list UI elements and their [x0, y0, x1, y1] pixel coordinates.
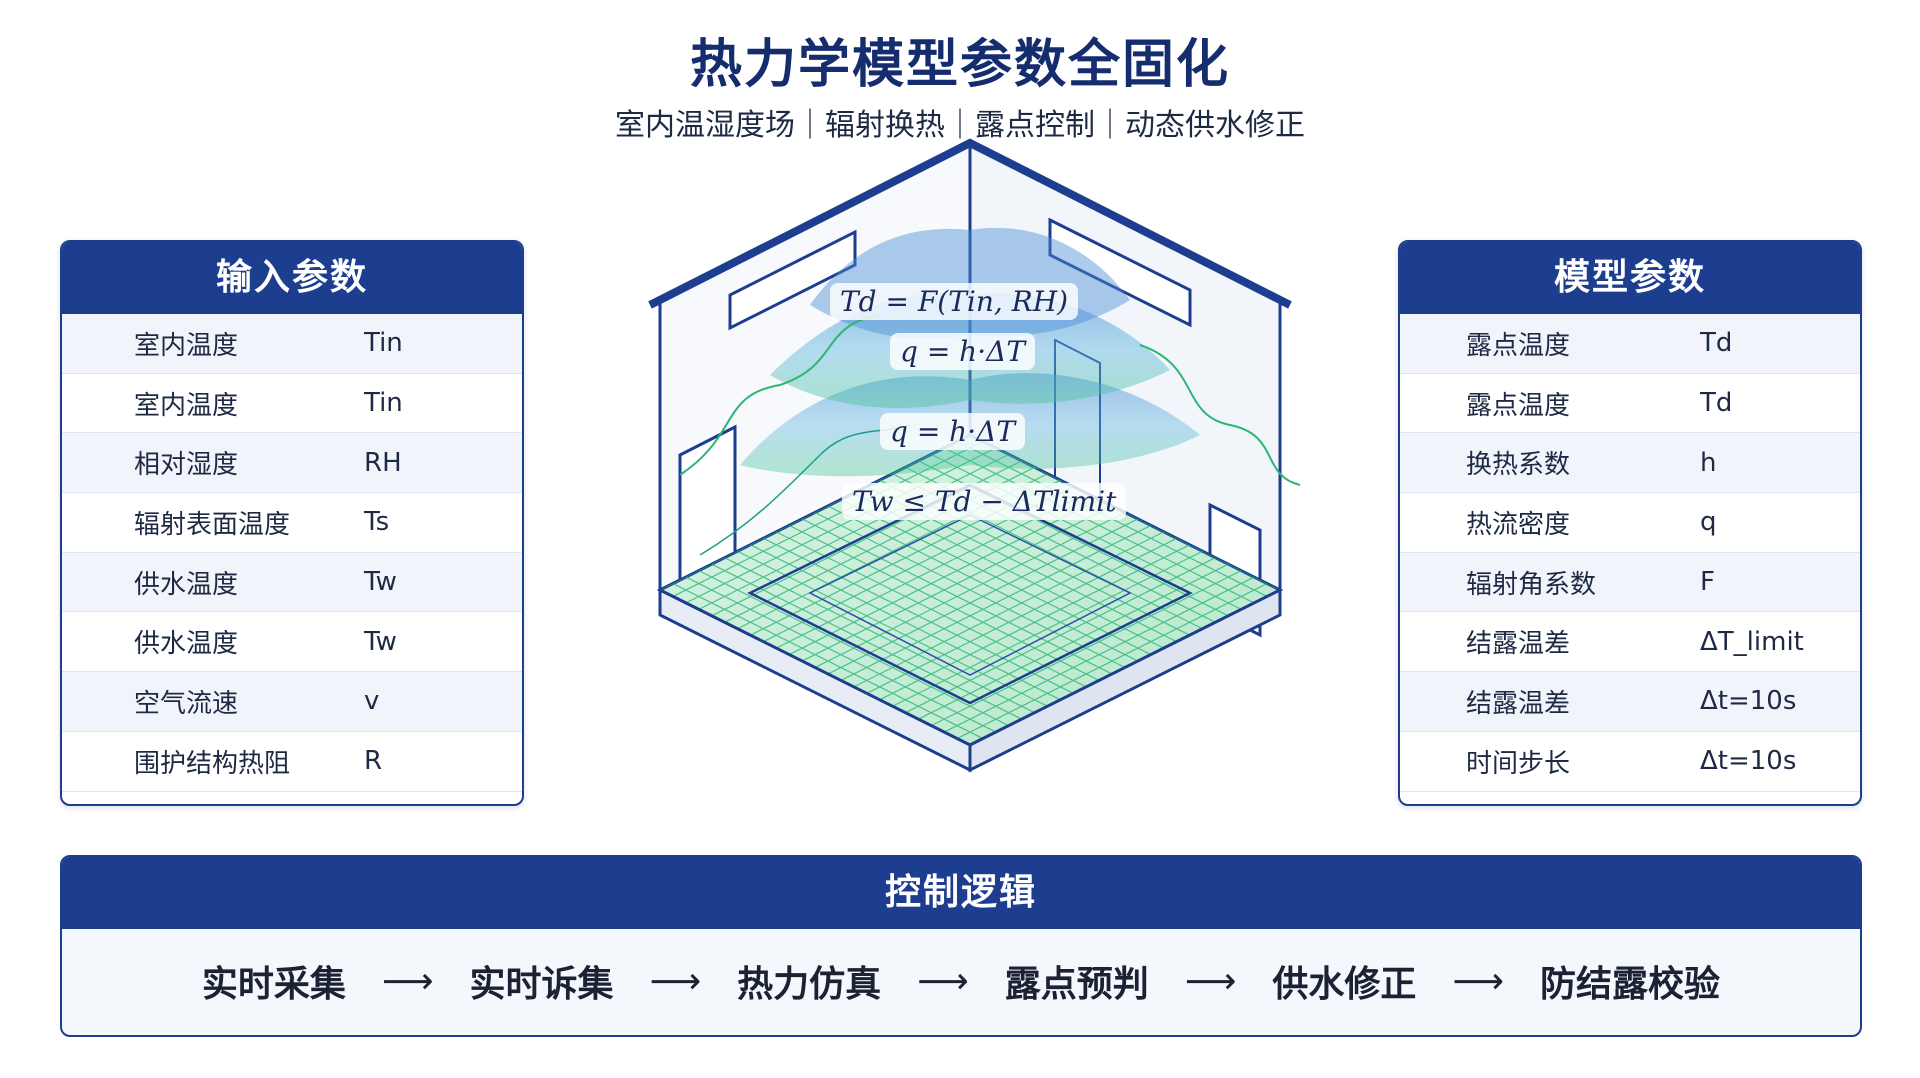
floor-slab-right — [968, 587, 1282, 773]
param-name: 露点温度 — [1466, 330, 1571, 361]
param-symbol: v — [364, 686, 380, 717]
model-panel-header: 模型参数 — [1400, 242, 1860, 314]
param-name: 结露温差 — [1466, 688, 1571, 719]
formula-heat-flux: q = h·ΔT — [890, 333, 1036, 370]
flow-step: 露点预判 — [1004, 964, 1149, 1005]
grid-line — [698, 570, 1010, 727]
param-symbol: Tin — [364, 388, 403, 419]
input-panel-header: 输入参数 — [62, 242, 522, 314]
param-symbol: RH — [364, 447, 402, 478]
param-name: 辐射角系数 — [1466, 569, 1597, 600]
room-illustration: Td = F(Tin, RH) q = h·ΔT q = h·ΔT Tw ≤ T… — [580, 135, 1360, 835]
param-name: 供水温度 — [134, 629, 239, 660]
param-symbol: Tin — [364, 328, 403, 359]
param-name: 露点温度 — [1466, 390, 1571, 421]
param-name: 室内温度 — [134, 390, 239, 421]
param-name: 室内温度 — [134, 330, 239, 361]
param-symbol: ΔT_limit — [1700, 626, 1804, 657]
room-svg — [648, 138, 1301, 773]
flow-step: 实时诉集 — [469, 964, 614, 1005]
input-parameter-list: 室内温度 Tin 室内温度 Tin 相对湿度 RH 辐射表面温度 Ts 供水温度 Tw 供… — [62, 314, 522, 792]
arrow-icon: ⟶ — [1184, 960, 1237, 1002]
arrow-icon: ⟶ — [917, 960, 969, 1002]
input-row: 相对湿度 RH — [62, 433, 522, 494]
param-symbol: h — [1700, 447, 1717, 478]
param-name: 供水温度 — [134, 569, 239, 600]
input-row: 空气流速 v — [62, 672, 522, 732]
pipe-loop — [808, 514, 1132, 676]
param-name: 换热系数 — [1466, 450, 1571, 481]
param-symbol: q — [1700, 507, 1717, 538]
param-name: 辐射表面温度 — [134, 509, 291, 540]
left-window — [728, 229, 857, 331]
model-row: 露点温度 Td — [1400, 314, 1860, 374]
param-name: 相对湿度 — [134, 450, 239, 481]
page-title: 热力学模型参数全固化 — [689, 35, 1230, 95]
param-name: 围护结构热阻 — [134, 748, 291, 779]
arrow-icon: ⟶ — [381, 960, 434, 1002]
grid-line — [672, 583, 984, 740]
param-name: 热流密度 — [1466, 509, 1571, 540]
model-row: 热流密度 q — [1400, 493, 1860, 553]
input-row: 供水温度 Tw — [62, 552, 522, 613]
param-symbol: Ts — [364, 507, 390, 538]
grid-line — [956, 583, 1268, 740]
arrow-icon: ⟶ — [649, 960, 702, 1002]
input-row: 围护结构热阻 R — [62, 732, 522, 792]
input-row: 室内温度 Tin — [62, 314, 522, 374]
control-logic-panel: 控制逻辑 实时采集 ⟶ 实时诉集 ⟶ 热力仿真 ⟶ 露点预判 ⟶ 供水修正 ⟶ … — [60, 855, 1862, 1037]
formula-dewpoint: Td = F(Tin, RH) — [830, 283, 1079, 320]
formula-supply-limit: Tw ≤ Td − ΔTlimit — [842, 483, 1127, 520]
arrow-icon: ⟶ — [1452, 960, 1505, 1002]
grid-line — [711, 563, 1022, 720]
param-symbol: Δt=10s — [1700, 746, 1797, 777]
model-row: 时间步长 Δt=10s — [1400, 732, 1860, 792]
control-logic-header: 控制逻辑 — [62, 857, 1860, 929]
page-subtitle: 室内温湿度场｜辐射换热｜露点控制｜动态供水修正 — [615, 108, 1305, 143]
input-row: 辐射表面温度 Ts — [62, 493, 522, 553]
right-window — [1048, 217, 1192, 328]
param-name: 结露温差 — [1466, 629, 1571, 660]
grid-line — [930, 570, 1242, 727]
model-parameter-list: 露点温度 Td 露点温度 Td 换热系数 h 热流密度 q 辐射角系数 F 结露温差 ΔT_… — [1400, 314, 1860, 792]
grid-line — [943, 576, 1255, 733]
pipe-loop — [747, 483, 1193, 705]
formula-heat-flux-floor: q = h·ΔT — [880, 413, 1026, 450]
model-row: 结露温差 ΔT_limit — [1400, 612, 1860, 673]
model-row: 辐射角系数 F — [1400, 552, 1860, 613]
param-name: 时间步长 — [1466, 748, 1571, 779]
param-symbol: Td — [1700, 388, 1733, 419]
input-row: 供水温度 Tw — [62, 612, 522, 673]
grid-line — [685, 576, 997, 733]
flow-step: 供水修正 — [1272, 964, 1417, 1005]
param-symbol: R — [364, 746, 383, 777]
airflow-line — [1139, 344, 1301, 486]
param-symbol: Tw — [364, 567, 397, 598]
model-row: 换热系数 h — [1400, 433, 1860, 494]
airflow-line — [679, 314, 881, 476]
input-row: 室内温度 Tin — [62, 374, 522, 434]
param-symbol: Td — [1700, 328, 1733, 359]
flow-step: 热力仿真 — [737, 964, 882, 1005]
param-symbol: Δt=10s — [1700, 686, 1797, 717]
model-row: 露点温度 Td — [1400, 374, 1860, 434]
model-row: 结露温差 Δt=10s — [1400, 672, 1860, 732]
param-name: 空气流速 — [134, 688, 239, 719]
model-parameters-panel: 模型参数 露点温度 Td 露点温度 Td 换热系数 h 热流密度 q 辐射角系数 F 结露… — [1398, 240, 1862, 806]
param-symbol: F — [1700, 567, 1715, 598]
param-symbol: Tw — [364, 626, 397, 657]
input-parameters-panel: 输入参数 室内温度 Tin 室内温度 Tin 相对湿度 RH 辐射表面温度 Ts 供水温… — [60, 240, 524, 806]
flow-step: 实时采集 — [201, 964, 346, 1005]
roof-edge — [648, 138, 1292, 309]
flow-step: 防结露校验 — [1540, 964, 1721, 1005]
control-flow: 实时采集 ⟶ 实时诉集 ⟶ 热力仿真 ⟶ 露点预判 ⟶ 供水修正 ⟶ 防结露校验 — [62, 929, 1860, 1033]
